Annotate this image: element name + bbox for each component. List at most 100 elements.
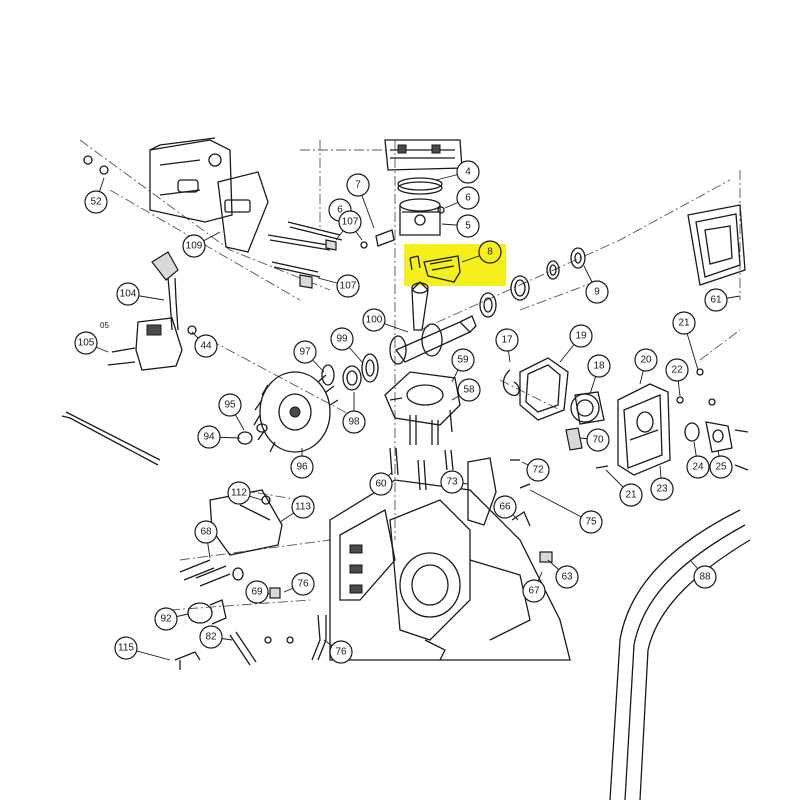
callout-59[interactable]: 59 bbox=[451, 348, 475, 372]
callout-number: 22 bbox=[671, 365, 683, 376]
front-handle bbox=[609, 509, 751, 800]
callout-circle bbox=[114, 636, 138, 660]
spring-17 bbox=[502, 369, 520, 397]
callout-73[interactable]: 73 bbox=[440, 470, 464, 494]
callout-107[interactable]: 107 bbox=[336, 274, 360, 298]
callout-17[interactable]: 17 bbox=[495, 328, 519, 352]
callout-52[interactable]: 52 bbox=[84, 190, 108, 214]
callout-66[interactable]: 66 bbox=[493, 495, 517, 519]
callout-number: 94 bbox=[203, 432, 215, 443]
callout-number: 52 bbox=[90, 197, 102, 208]
callout-number: 63 bbox=[561, 572, 573, 583]
callout-number: 82 bbox=[205, 632, 217, 643]
callout-21[interactable]: 21 bbox=[619, 483, 643, 507]
callout-number: 105 bbox=[78, 338, 95, 349]
callout-number: 68 bbox=[200, 527, 212, 538]
callout-number: 97 bbox=[299, 347, 311, 358]
callout-number: 21 bbox=[678, 318, 690, 329]
callout-115[interactable]: 115 bbox=[114, 636, 138, 660]
adjuster-screws bbox=[179, 559, 244, 587]
carb-adapter bbox=[570, 391, 605, 425]
callout-8[interactable]: 8 bbox=[478, 240, 502, 264]
callout-number: 96 bbox=[296, 462, 308, 473]
callout-94[interactable]: 94 bbox=[197, 425, 221, 449]
crankcase-housing bbox=[329, 479, 571, 661]
long-bolts bbox=[267, 221, 343, 289]
callout-number: 95 bbox=[224, 400, 236, 411]
callout-23[interactable]: 23 bbox=[650, 477, 674, 501]
callout-number: 67 bbox=[528, 586, 540, 597]
callout-109[interactable]: 109 bbox=[182, 234, 206, 258]
callout-95[interactable]: 95 bbox=[218, 393, 242, 417]
callout-circle bbox=[194, 334, 218, 358]
callout-99[interactable]: 99 bbox=[330, 327, 354, 351]
callout-circle bbox=[336, 274, 360, 298]
callout-7[interactable]: 7 bbox=[346, 173, 370, 197]
callout-circle bbox=[199, 625, 223, 649]
callout-61[interactable]: 61 bbox=[704, 288, 728, 312]
callout-circle bbox=[245, 580, 269, 604]
callout-number: 6 bbox=[337, 205, 343, 216]
callout-circle bbox=[451, 348, 475, 372]
callout-58[interactable]: 58 bbox=[457, 378, 481, 402]
callout-67[interactable]: 67 bbox=[522, 579, 546, 603]
callout-113[interactable]: 113 bbox=[291, 495, 315, 519]
callout-69[interactable]: 69 bbox=[245, 580, 269, 604]
callout-number: 61 bbox=[710, 295, 722, 306]
callout-number: 88 bbox=[699, 572, 711, 583]
callout-number: 104 bbox=[120, 289, 137, 300]
callout-100[interactable]: 100 bbox=[362, 308, 386, 332]
callout-4[interactable]: 4 bbox=[456, 160, 480, 184]
callout-circle bbox=[586, 428, 610, 452]
callout-75[interactable]: 75 bbox=[579, 510, 603, 534]
callout-70[interactable]: 70 bbox=[586, 428, 610, 452]
callout-104[interactable]: 104 bbox=[116, 282, 140, 306]
callout-circle bbox=[555, 565, 579, 589]
callout-98[interactable]: 98 bbox=[342, 410, 366, 434]
callout-22[interactable]: 22 bbox=[665, 358, 689, 382]
callout-76[interactable]: 76 bbox=[329, 640, 353, 664]
callout-21[interactable]: 21 bbox=[672, 311, 696, 335]
callout-24[interactable]: 24 bbox=[686, 455, 710, 479]
callout-82[interactable]: 82 bbox=[199, 625, 223, 649]
callout-circle bbox=[116, 282, 140, 306]
callout-6[interactable]: 6 bbox=[456, 186, 480, 210]
callout-88[interactable]: 88 bbox=[693, 565, 717, 589]
callout-63[interactable]: 63 bbox=[555, 565, 579, 589]
callout-92[interactable]: 92 bbox=[154, 607, 178, 631]
callout-76[interactable]: 76 bbox=[291, 572, 315, 596]
callout-25[interactable]: 25 bbox=[709, 455, 733, 479]
callout-105[interactable]: 105 bbox=[74, 331, 98, 355]
muffler bbox=[149, 137, 233, 223]
callout-68[interactable]: 68 bbox=[194, 520, 218, 544]
callout-number: 113 bbox=[295, 502, 311, 513]
callout-circle bbox=[330, 327, 354, 351]
callout-number: 21 bbox=[625, 490, 637, 501]
crankshaft bbox=[389, 281, 477, 365]
callout-circle bbox=[634, 348, 658, 372]
callout-5[interactable]: 5 bbox=[456, 214, 480, 238]
muffler-gasket-plate bbox=[217, 171, 269, 253]
main-bearings bbox=[342, 275, 530, 391]
callout-9[interactable]: 9 bbox=[585, 280, 609, 304]
spark-plug-boot bbox=[151, 251, 179, 331]
callout-19[interactable]: 19 bbox=[569, 324, 593, 348]
callout-60[interactable]: 60 bbox=[369, 472, 393, 496]
callout-number: 18 bbox=[593, 361, 605, 372]
callout-number: 44 bbox=[200, 341, 212, 352]
callout-107[interactable]: 107 bbox=[338, 210, 362, 234]
callout-circle bbox=[686, 455, 710, 479]
callout-97[interactable]: 97 bbox=[293, 340, 317, 364]
callout-96[interactable]: 96 bbox=[290, 455, 314, 479]
callout-18[interactable]: 18 bbox=[587, 354, 611, 378]
callout-circle bbox=[329, 640, 353, 664]
callout-number: 19 bbox=[575, 331, 587, 342]
callout-44[interactable]: 44 bbox=[194, 334, 218, 358]
callout-20[interactable]: 20 bbox=[634, 348, 658, 372]
piston-rings bbox=[397, 177, 443, 195]
small-clips bbox=[269, 459, 609, 599]
callout-72[interactable]: 72 bbox=[526, 458, 550, 482]
callout-112[interactable]: 112 bbox=[227, 481, 251, 505]
rod-82 bbox=[229, 631, 257, 666]
